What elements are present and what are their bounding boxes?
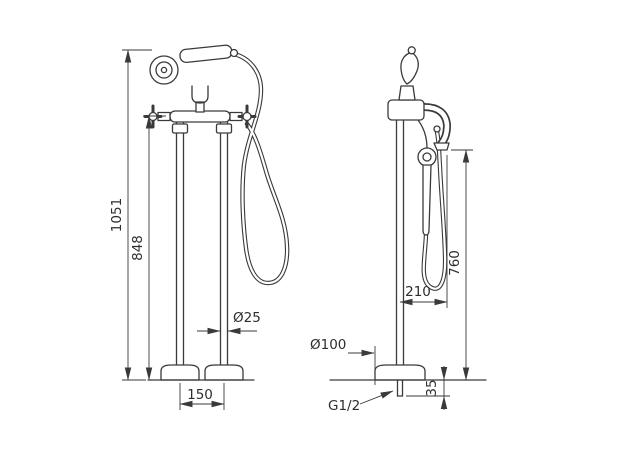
dim-pipe-diameter: Ø25 <box>197 310 261 335</box>
dim-spout-reach-label: 210 <box>405 284 431 300</box>
shower-head-center <box>160 66 168 74</box>
shower-hose-front <box>231 51 290 286</box>
shower-head-face <box>155 61 173 79</box>
left-cross-handle <box>143 104 163 129</box>
right-cross-handle <box>237 104 257 129</box>
hand-shower-front <box>149 44 239 85</box>
shower-head <box>149 55 179 85</box>
base-flange <box>374 364 426 381</box>
dim-inlet-depth-label: 35 <box>424 379 440 396</box>
spout-tube-inner <box>421 104 450 147</box>
dim-total-height-label: 1051 <box>109 198 125 232</box>
side-view <box>329 46 487 397</box>
shower-head-face <box>422 152 432 162</box>
hose-inner <box>422 130 447 290</box>
shower-handle <box>179 44 233 64</box>
dim-inlet-thread-label: G1/2 <box>328 398 360 414</box>
handle-hub <box>242 111 252 122</box>
dim-base-diameter-label: Ø100 <box>310 337 346 353</box>
shower-handle <box>422 164 432 236</box>
hose-connector <box>433 125 441 133</box>
dim-inlet-thread: G1/2 <box>328 390 394 414</box>
handle-hub <box>148 111 158 122</box>
valve-body <box>387 99 425 121</box>
dim-riser-height: 848 <box>130 115 166 381</box>
handle-grip <box>400 51 419 85</box>
handset-cradle <box>191 85 209 104</box>
base-flange-side <box>374 364 426 397</box>
dim-riser-height-label: 848 <box>130 235 146 261</box>
leader-line <box>359 390 394 405</box>
right-union-nut <box>215 123 233 134</box>
dim-inlet-depth: 35 <box>406 366 450 410</box>
dim-spout-reach: 210 <box>399 155 448 308</box>
dim-spout-height: 760 <box>447 149 473 381</box>
valve-body-side <box>387 46 452 151</box>
right-base-flange <box>204 364 244 381</box>
base-flanges-front <box>160 364 244 381</box>
hose-inner <box>232 52 289 285</box>
handset-hook <box>417 119 428 149</box>
hose-connector <box>229 48 239 58</box>
hand-shower-side <box>417 147 437 236</box>
shower-head <box>417 147 437 167</box>
dim-pipe-diameter-label: Ø25 <box>233 310 261 326</box>
dim-pipe-spacing: 150 <box>179 383 225 410</box>
handle-neck <box>398 85 416 101</box>
spout-outlet <box>433 142 450 151</box>
front-view <box>143 44 290 381</box>
riser-pipes <box>171 121 233 367</box>
dim-spout-height-label: 760 <box>447 250 463 276</box>
left-base-flange <box>160 364 200 381</box>
handle-finial <box>407 46 416 55</box>
left-union-nut <box>171 123 189 134</box>
riser-pipe-side <box>395 117 405 366</box>
ornate-handle <box>400 46 419 85</box>
shower-hose-side <box>421 125 448 291</box>
dim-pipe-spacing-label: 150 <box>187 387 213 403</box>
dim-total-height: 1051 <box>109 49 152 381</box>
dim-base-diameter: Ø100 <box>310 337 376 385</box>
diverter-stem <box>195 101 205 113</box>
valve-body-front <box>143 85 257 129</box>
